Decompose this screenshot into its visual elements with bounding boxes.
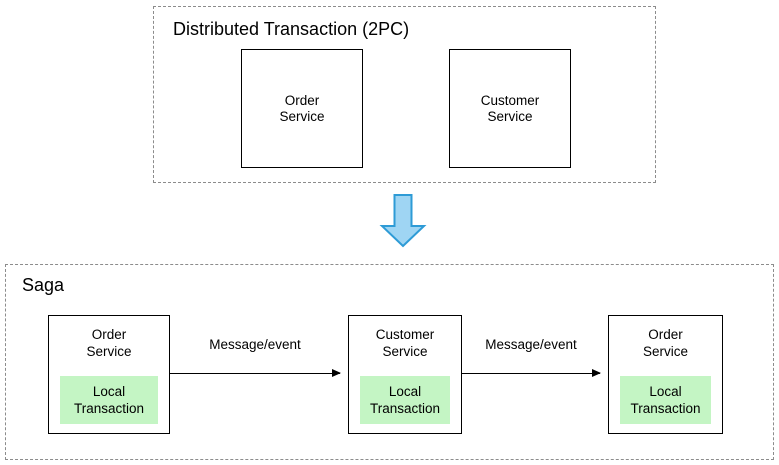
node-label: Customer Service [480, 92, 540, 124]
local-transaction-badge: Local Transaction [60, 376, 158, 424]
group-title-saga: Saga [22, 275, 65, 295]
message-event-label-1: Message/event [209, 337, 301, 352]
node-label: Order Service [642, 327, 688, 359]
message-event-arrow-1 [170, 368, 341, 377]
node-order-service-2pc: Order Service [241, 49, 363, 168]
group-title-distributed-transaction: Distributed Transaction (2PC) [173, 19, 410, 39]
local-transaction-badge: Local Transaction [620, 376, 711, 424]
node-order-service-saga: Order Service Local Transaction [48, 315, 170, 434]
node-label: Order Service [279, 92, 325, 124]
local-transaction-badge: Local Transaction [360, 376, 450, 424]
node-customer-service-2pc: Customer Service [449, 49, 571, 168]
message-event-arrow-2 [462, 368, 601, 377]
down-arrow-icon [379, 194, 427, 248]
node-label: Order Service [86, 327, 132, 359]
node-label: Customer Service [375, 327, 435, 359]
group-distributed-transaction: Distributed Transaction (2PC) [153, 6, 656, 183]
group-saga: Saga [5, 264, 774, 460]
node-customer-service-saga: Customer Service Local Transaction [348, 315, 462, 434]
message-event-label-2: Message/event [485, 337, 577, 352]
node-order-service-saga-2: Order Service Local Transaction [608, 315, 723, 434]
